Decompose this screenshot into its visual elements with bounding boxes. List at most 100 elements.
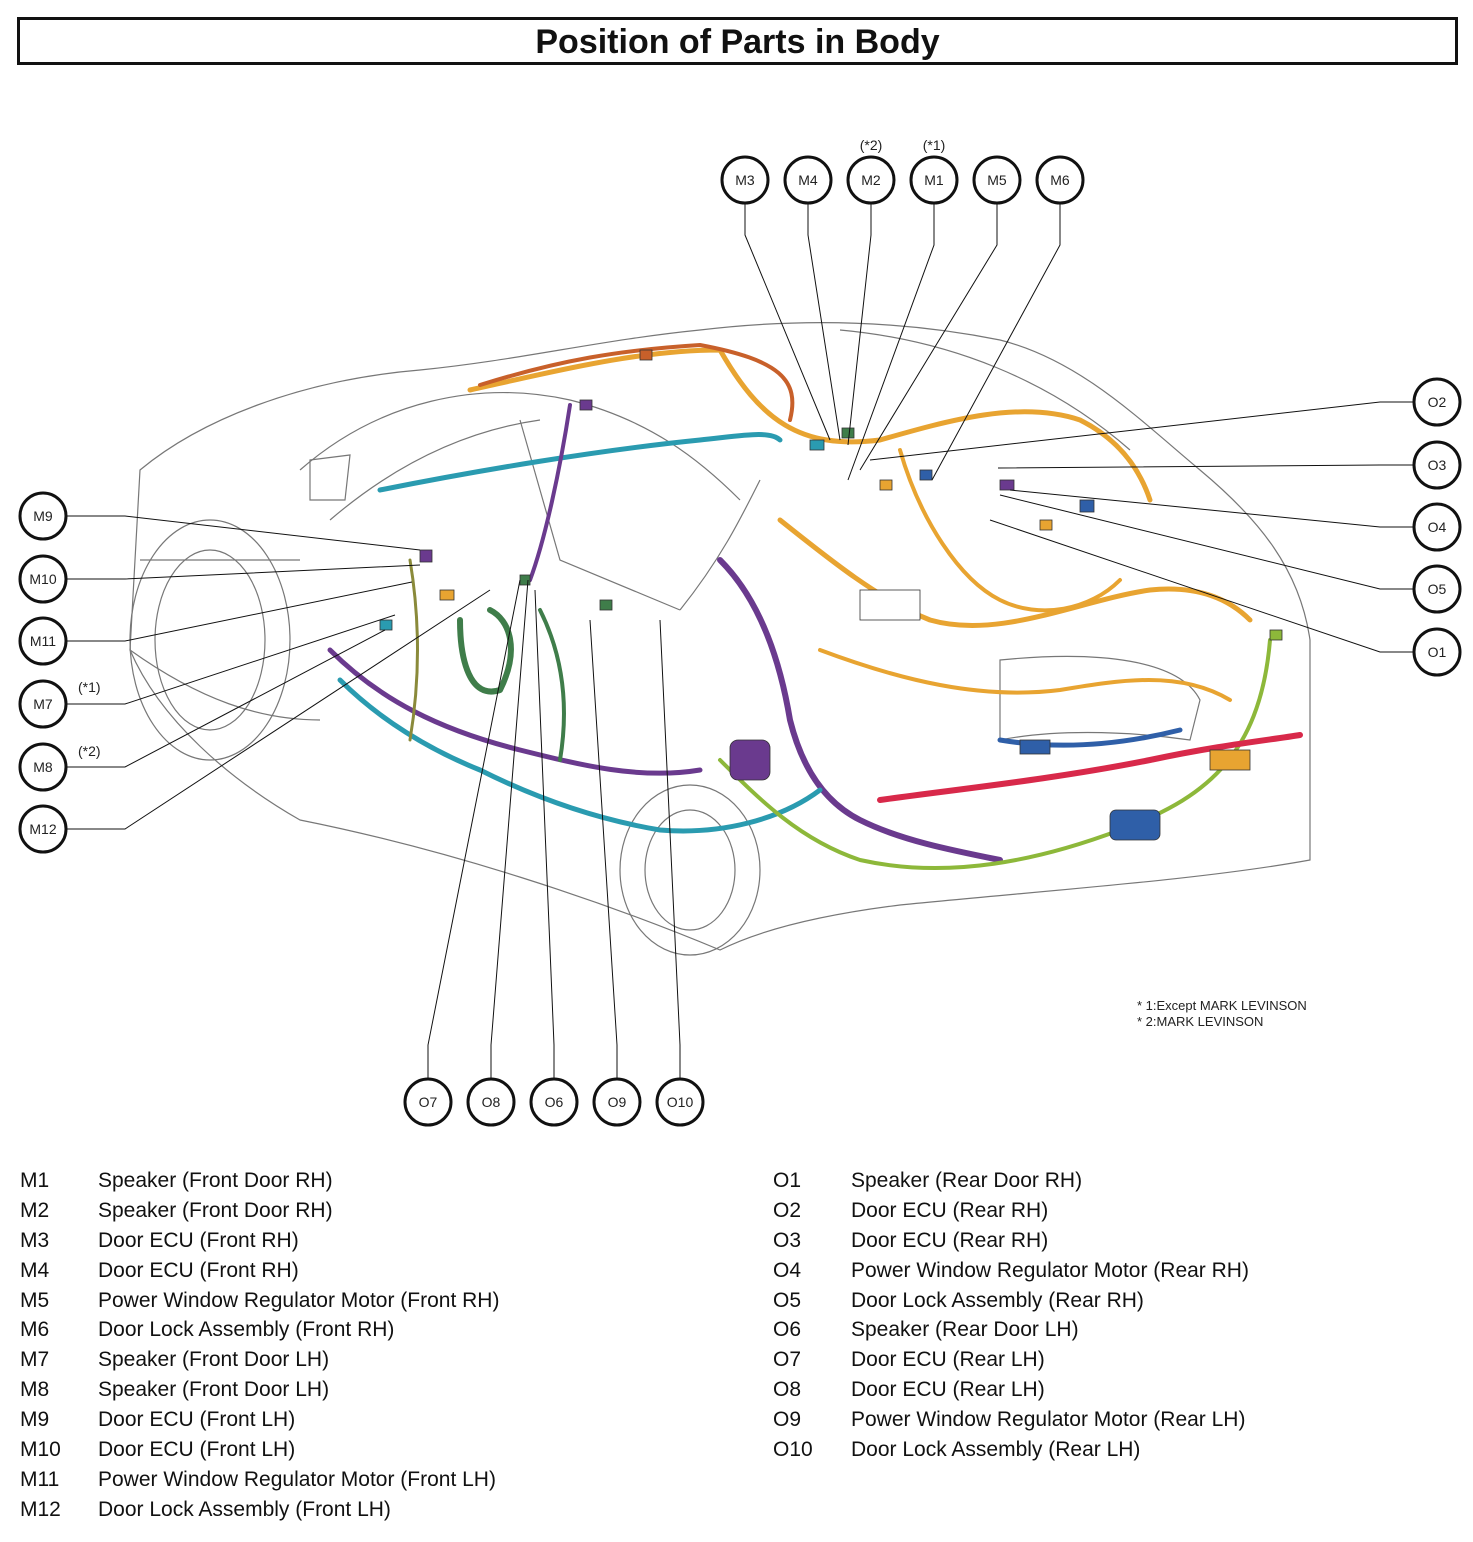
footnote-2: * 2:MARK LEVINSON [1137, 1014, 1263, 1029]
leader-lines [67, 204, 1413, 1078]
title-box: Position of Parts in Body [17, 17, 1458, 65]
legend-desc: Door ECU (Front RH) [98, 1258, 299, 1282]
callout-m8: M8(*2) [18, 742, 101, 792]
callout-circle [909, 155, 959, 205]
harness-orange-floor [818, 648, 1232, 702]
callout-circle [1412, 440, 1462, 490]
legend-desc: Door ECU (Rear LH) [851, 1378, 1045, 1402]
callout-label: M3 [735, 172, 755, 188]
callout-note: (*2) [860, 137, 883, 153]
callout-label: O6 [545, 1094, 564, 1110]
harness-green-front-door [457, 607, 514, 695]
callout-circle [1412, 502, 1462, 552]
legend-desc: Door Lock Assembly (Rear RH) [851, 1288, 1144, 1312]
harness-green-rear-door [538, 608, 566, 762]
legend-code: O3 [773, 1228, 802, 1252]
callout-circle [592, 1077, 642, 1127]
legend-code: M11 [20, 1467, 60, 1491]
callout-circle [18, 554, 68, 604]
callout-circle [529, 1077, 579, 1127]
callout-circle [18, 742, 68, 792]
callout-note: (*2) [78, 743, 101, 759]
legend-code: M3 [20, 1228, 50, 1252]
callout-circle [18, 804, 68, 854]
callout-label: O10 [667, 1094, 694, 1110]
callout-label: M5 [987, 172, 1007, 188]
callout-m2: M2 (*2) [846, 137, 896, 205]
legend-row: M1 Speaker (Front Door RH) [20, 1166, 499, 1196]
callout-circle [466, 1077, 516, 1127]
callout-circle [655, 1077, 705, 1127]
callout-o8: O8 [466, 1077, 516, 1127]
harness-purple-floor [327, 647, 703, 776]
legend-code: O2 [773, 1198, 802, 1222]
callout-note: (*1) [78, 679, 101, 695]
callout-m10: M10 [18, 554, 68, 604]
legend-row: O9 Power Window Regulator Motor (Rear LH) [773, 1405, 1249, 1435]
legend-desc: Door Lock Assembly (Front RH) [98, 1318, 395, 1342]
legend-desc: Speaker (Rear Door LH) [851, 1318, 1079, 1342]
callout-label: M7 [33, 696, 53, 712]
legend-desc: Speaker (Front Door RH) [98, 1169, 333, 1192]
legend-desc: Power Window Regulator Motor (Rear LH) [851, 1408, 1246, 1432]
callout-label: M1 [924, 172, 944, 188]
legend-desc: Door ECU (Rear RH) [851, 1228, 1049, 1252]
callout-label: O2 [1428, 394, 1447, 410]
legend-code: M1 [20, 1169, 50, 1192]
legend-desc: Speaker (Rear Door RH) [851, 1169, 1083, 1192]
legend-desc: Door ECU (Front LH) [98, 1438, 296, 1462]
legend-desc: Door ECU (Rear LH) [851, 1348, 1045, 1372]
legend-code: M2 [20, 1198, 50, 1222]
callout-o6: O6 [529, 1077, 579, 1127]
callout-m7: M7 (*1) [18, 679, 101, 729]
car-body-outline [129, 321, 1311, 956]
callout-label: O1 [1428, 644, 1447, 660]
callout-note: (*1) [923, 137, 946, 153]
legend-desc: Speaker (Front Door RH) [98, 1198, 333, 1222]
callout-circle [846, 155, 896, 205]
legend-row: O3 Door ECU (Rear RH) [773, 1226, 1249, 1256]
callout-circle [1412, 627, 1462, 677]
callout-label: M9 [33, 508, 53, 524]
callout-circle [1412, 564, 1462, 614]
callout-label: M4 [798, 172, 818, 188]
legend-row: M2 Speaker (Front Door RH) [20, 1196, 499, 1226]
harness-teal-roof [377, 432, 783, 493]
legend-code: M5 [20, 1288, 50, 1312]
legend-code: M7 [20, 1348, 50, 1372]
callout-label: O9 [608, 1094, 627, 1110]
callout-circle [783, 155, 833, 205]
callout-circle [720, 155, 770, 205]
callout-label: O8 [482, 1094, 501, 1110]
harness-orange-rear [777, 517, 1253, 629]
callout-circle [18, 616, 68, 666]
callout-label: M2 [861, 172, 881, 188]
callout-circle [18, 491, 68, 541]
callout-o1: O1 [1412, 627, 1462, 677]
callout-o9: O9 [592, 1077, 642, 1127]
callout-m5: M5 [972, 155, 1022, 205]
legend-row: M11 Power Window Regulator Motor (Front L… [20, 1465, 499, 1495]
callout-circle [1035, 155, 1085, 205]
harness-orange-right-door [898, 448, 1122, 613]
legend-desc: Power Window Regulator Motor (Front LH) [98, 1467, 496, 1491]
connectors [379, 349, 1283, 841]
callout-label: M10 [29, 571, 56, 587]
callout-m1: M1 (*1) [909, 137, 959, 205]
callout-m12: M12 [18, 804, 68, 854]
callout-label: M12 [29, 821, 56, 837]
legend-code: O4 [773, 1258, 802, 1282]
callout-circle [18, 679, 68, 729]
legend-code: O9 [773, 1408, 802, 1432]
